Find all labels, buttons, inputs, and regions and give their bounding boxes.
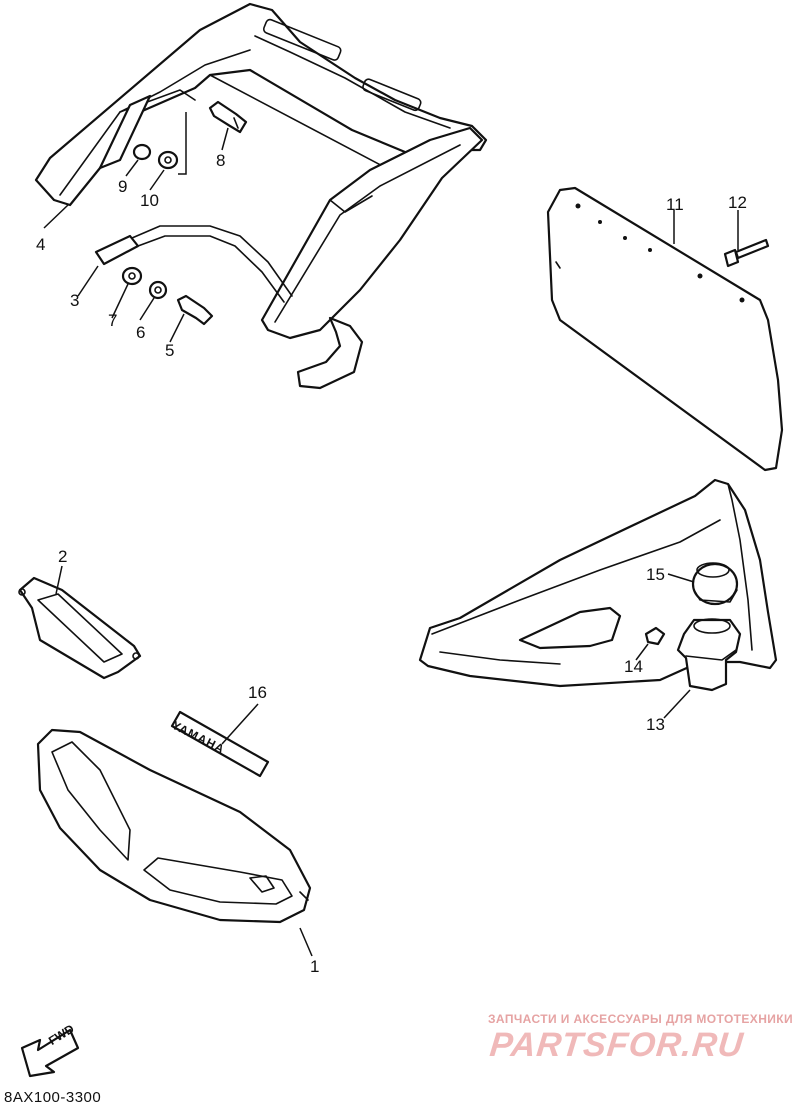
callout-15: 15 (646, 565, 665, 584)
callout-14: 14 (624, 657, 643, 676)
callout-11: 11 (666, 195, 684, 214)
part-11-panel (546, 186, 784, 472)
callout-9: 9 (118, 177, 128, 196)
callout-8: 8 (216, 151, 226, 170)
part-7-washer (121, 266, 143, 286)
watermark-tagline: ЗАПЧАСТИ И АКСЕССУАРЫ ДЛЯ МОТОТЕХНИКИ (488, 1012, 794, 1026)
part-15-socket-cover (691, 562, 739, 606)
part-8-bolt (208, 100, 248, 134)
callout-1: 1 (310, 957, 320, 976)
part-12-screw (723, 238, 770, 268)
callout-13: 13 (646, 715, 665, 734)
reference-code: 8AX100-3300 (4, 1089, 102, 1106)
callout-5: 5 (165, 341, 175, 360)
callout-16: 16 (248, 683, 267, 702)
watermark-brand: PARTSFOR.RU (488, 1026, 746, 1064)
part-3-rod (94, 225, 364, 390)
callout-10: 10 (140, 191, 159, 210)
callout-6: 6 (136, 323, 146, 342)
part-14-bulb (644, 626, 666, 646)
part-6-nut (148, 280, 168, 300)
leader-lines (43, 112, 739, 957)
callout-7: 7 (108, 311, 118, 330)
part-13-socket (676, 618, 742, 692)
part-2-lens (18, 576, 142, 680)
callout-2: 2 (58, 547, 68, 566)
part-9-nut (132, 143, 152, 161)
part-4-frame (34, 2, 488, 340)
fwd-arrow-icon (20, 1028, 80, 1078)
callout-3: 3 (70, 291, 80, 310)
callout-12: 12 (728, 193, 747, 212)
part-16-emblem (170, 710, 270, 778)
part-5-bolt (176, 294, 214, 326)
part-1-cover (36, 728, 312, 924)
callout-4: 4 (36, 235, 46, 254)
part-10-washer (157, 150, 179, 170)
